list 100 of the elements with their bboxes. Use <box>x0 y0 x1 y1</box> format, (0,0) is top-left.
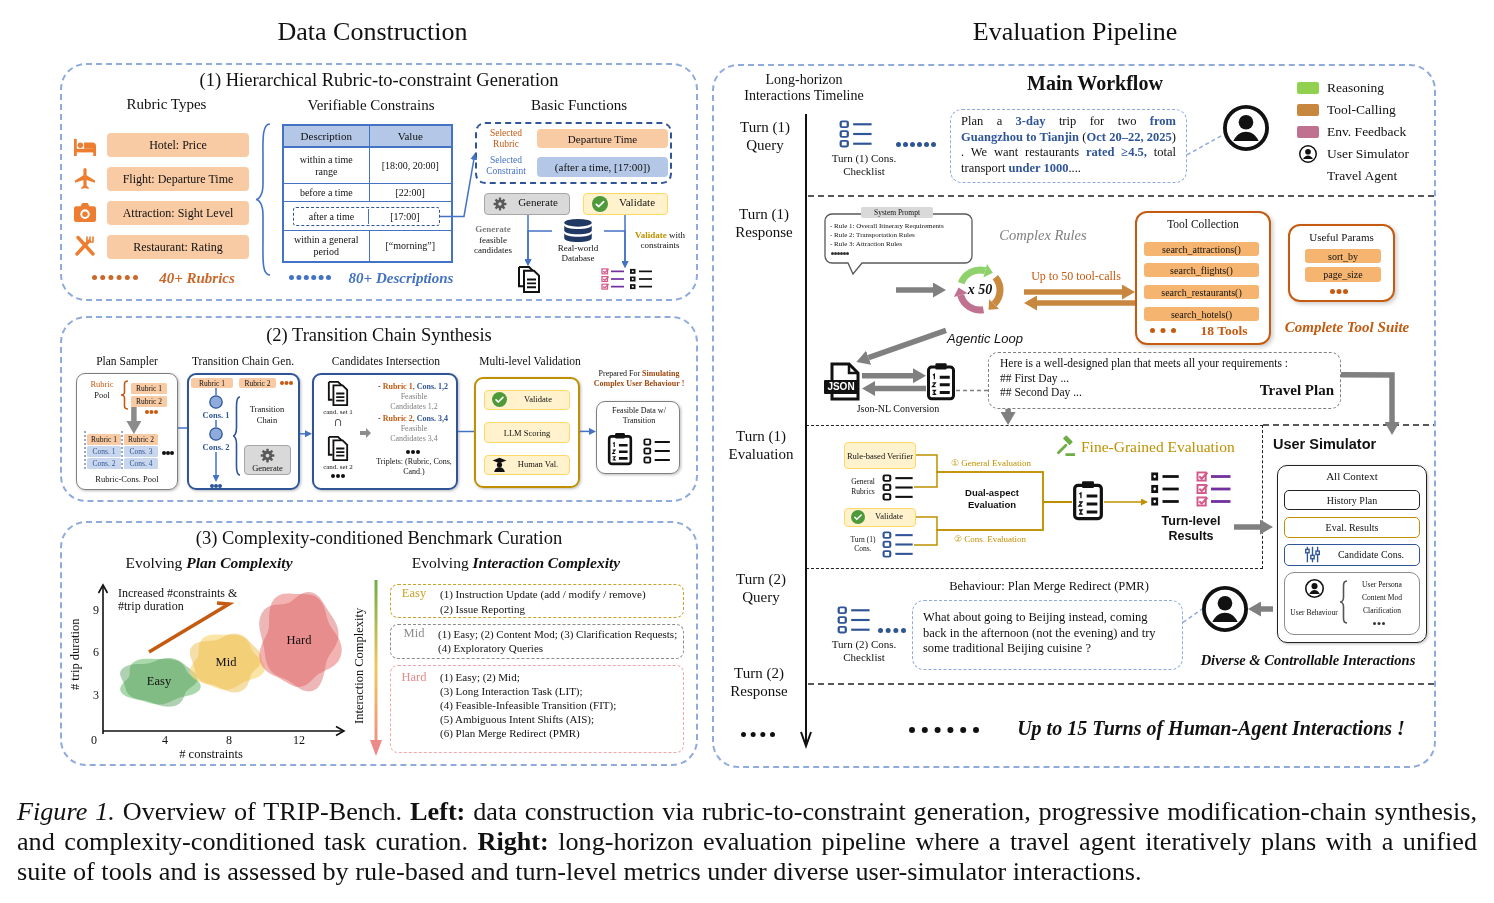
axis-title: # constraints <box>178 746 244 762</box>
constraint-node: Cons. 1 <box>201 395 231 420</box>
connector-line <box>913 501 1073 546</box>
arrow <box>862 381 926 396</box>
rubric-tag: Flight: Departure Time <box>107 167 249 191</box>
loop-count: x 50 <box>966 281 994 299</box>
speech-bubble <box>824 207 973 275</box>
connector-line <box>457 430 475 433</box>
results-label: Turn-level Results <box>1160 513 1222 545</box>
table-entry: [“morning”] <box>369 230 451 261</box>
pool-card <box>76 373 178 490</box>
legend-text: Travel Agent <box>1327 168 1399 184</box>
plan-text: ## Second Day ... <box>1000 385 1083 398</box>
table-entry: after a time <box>295 209 369 224</box>
loop-label: Agentic Loop <box>945 330 1024 347</box>
level-item: (1) Easy; (2) Content Mod; (3) Clarification Requests; (4) Exploratory Queries <box>438 627 678 656</box>
output-card <box>596 401 680 474</box>
candidate-text: Triplets: (Rubric, Cons, Cand.) <box>375 456 453 478</box>
rubric-tag: Departure Time <box>537 129 668 148</box>
count-label: 40+ Rubrics <box>158 269 236 288</box>
arrow <box>579 427 596 435</box>
column-heading: Basic Functions <box>529 96 629 115</box>
arrow <box>1103 498 1148 506</box>
subheading: Evolving Interaction Complexity <box>410 553 622 573</box>
note-text: Prepared For Simulating Complex User Behaviour ! <box>592 367 686 390</box>
icon-caption: Turn (2) Cons. Checklist <box>830 637 898 665</box>
tool-panel <box>1288 224 1395 302</box>
arrow <box>1024 295 1135 311</box>
table-entry: [22:00] <box>369 184 451 202</box>
axis-tick: 12 <box>292 733 306 747</box>
user-icon <box>1223 105 1269 151</box>
arrow <box>1341 372 1400 435</box>
plan-title: Travel Plan <box>1258 380 1334 400</box>
level-item: (3) Long Interaction Task (LIT); <box>440 684 584 698</box>
step-label: Human Val. <box>516 458 560 471</box>
axis-tick: 3 <box>92 688 100 702</box>
level-item: (1) Easy; (2) Mid; <box>440 670 521 684</box>
constraint-node: Cons. 2 <box>201 427 231 452</box>
step-box: Rule-based Verifier <box>844 442 916 469</box>
table-header: Value <box>369 126 451 148</box>
count-label: 80+ Descriptions <box>347 269 455 288</box>
table-header: Description <box>284 126 370 148</box>
section-title: (3) Complexity-conditioned Benchmark Curation <box>194 527 564 550</box>
step-box <box>484 193 570 215</box>
legend-text: Env. Feedback <box>1327 124 1408 140</box>
column-heading: Transition Chain Gen. <box>190 353 296 368</box>
param-tag: sort_by <box>1305 249 1381 263</box>
level-panel <box>390 624 684 659</box>
column-heading: Verifiable Constrains <box>306 96 436 115</box>
section-heading: User Simulator <box>1273 435 1378 453</box>
level-label: Mid <box>402 626 426 641</box>
field-label: Selected Constraint <box>485 153 527 178</box>
intersection-card <box>312 373 458 490</box>
step-label: Generate <box>517 195 559 210</box>
icon-caption: Json-NL Conversion <box>855 402 941 415</box>
panel-heading: Data Construction <box>276 16 469 48</box>
legend-text: Reasoning <box>1327 80 1385 96</box>
chain-card <box>187 373 300 490</box>
connector-line <box>215 387 217 396</box>
figure-caption: Figure 1. Overview of TRIP-Bench. Left: data construction via rubric-to-constraint generation, progressive modification-chain synthesis, and complexity-conditioned task curation. Right: long-horizon evaluation pipeline where a travel agent iteratively plans with a unified suite of tools and is assessed by rule-based and turn-level metrics under diverse user-simulator interactions. <box>17 797 1477 888</box>
turn-label: Turn (1) Evaluation <box>727 427 795 463</box>
candidate-text: - Rubric 1, Cons. 1,2 <box>377 381 449 392</box>
step-label: Generate <box>251 462 284 474</box>
tool-count: 18 Tools <box>1199 322 1249 339</box>
rubric-tag: Hotel: Price <box>107 133 249 157</box>
level-item: (5) Ambiguous Intent Shifts (AIS); <box>440 712 595 726</box>
section-panel <box>60 316 698 502</box>
step-label: Validate <box>617 195 656 210</box>
connector-line <box>1182 608 1203 624</box>
clipboard-icon <box>926 362 956 400</box>
arrow <box>1234 519 1273 535</box>
connector-line <box>1186 134 1224 156</box>
context-label: Candidate Cons. <box>1336 548 1406 562</box>
annotation: Behaviour: Plan Merge Redirect (PMR) <box>948 578 1150 594</box>
axis-title: Interaction Complexity <box>352 606 367 727</box>
axis-tick: 8 <box>225 733 233 747</box>
rubric-tag: Attraction: Sight Level <box>107 201 249 225</box>
arrow <box>439 153 478 218</box>
step-box <box>583 193 668 215</box>
validation-card <box>474 377 580 488</box>
arrow <box>1000 409 1016 425</box>
timeline-title: Long-horizon Interactions Timeline <box>743 72 865 104</box>
panel-title: Useful Params <box>1308 229 1375 244</box>
behaviour-card <box>1284 572 1420 635</box>
annotation: Diverse & Controllable Interactions <box>1199 651 1417 670</box>
column-heading: Multi-level Validation <box>478 353 582 368</box>
annotation: Dual-aspect Evaluation <box>964 486 1020 512</box>
speech-bubble <box>988 352 1341 409</box>
pool-label: Rubric-Cons. Pool <box>94 472 160 485</box>
axis-tick: 4 <box>161 733 169 747</box>
clipboard-icon <box>1072 480 1104 520</box>
plan-text: ## First Day ... <box>1000 371 1070 384</box>
param-tag: page_size <box>1305 267 1381 282</box>
workflow-title: Main Workflow <box>1026 71 1164 95</box>
level-panel <box>390 584 684 618</box>
connector-line <box>215 419 217 428</box>
highlight-row <box>293 207 440 226</box>
banner-text: Up to 15 Turns of Human-Agent Interactions ! <box>1016 716 1406 742</box>
step-box <box>244 445 291 475</box>
chart-annotation: Increased #constraints & #trip duration <box>118 586 239 614</box>
